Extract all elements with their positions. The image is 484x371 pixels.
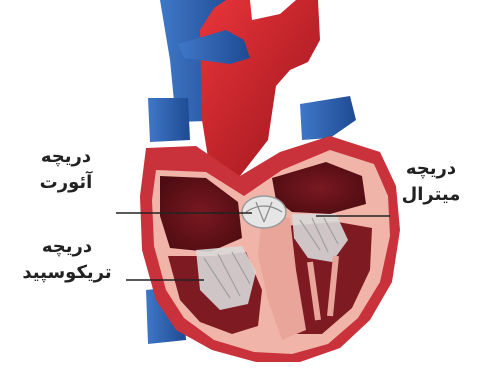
pulmonary-vein-left <box>148 98 190 142</box>
label-tricuspid-valve-line2: تریکوسپید <box>8 260 126 286</box>
label-tricuspid-valve: دریچه تریکوسپید <box>8 234 126 286</box>
label-aortic-valve-line2: آئورت <box>20 170 112 196</box>
label-aortic-valve: دریچه آئورت <box>20 144 112 196</box>
label-mitral-valve-line2: میترال <box>388 182 474 208</box>
aortic-valve <box>242 196 286 228</box>
label-mitral-valve: دریچه میترال <box>388 156 474 208</box>
label-tricuspid-valve-line1: دریچه <box>8 234 126 260</box>
label-aortic-valve-line1: دریچه <box>20 144 112 170</box>
pulmonary-artery-right <box>300 96 356 140</box>
label-mitral-valve-line1: دریچه <box>388 156 474 182</box>
